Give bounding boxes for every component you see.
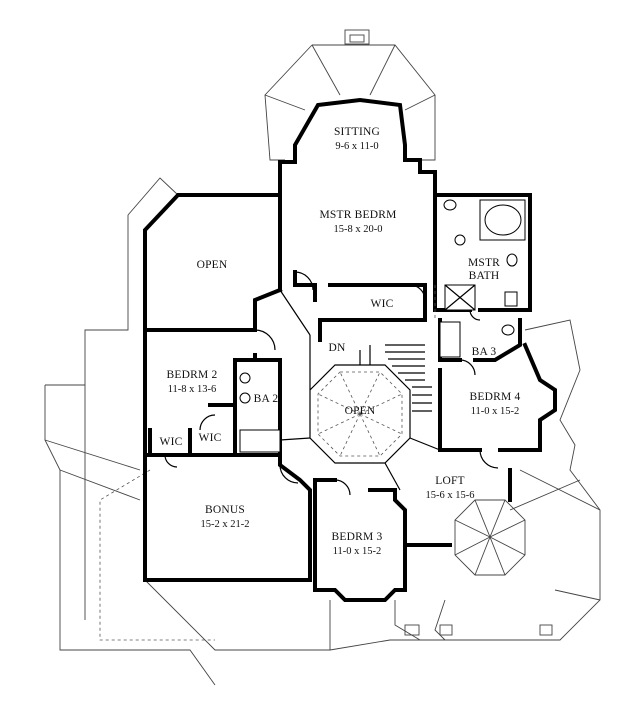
label-open-center: OPEN (345, 405, 376, 417)
label-master-bath-1: MSTR (468, 257, 500, 269)
label-bath3: BA 3 (472, 346, 497, 358)
label-master-bedroom: MSTR BEDRM (319, 209, 396, 221)
room-labels: SITTING 9-6 x 11-0 MSTR BEDRM 15-8 x 20-… (160, 126, 521, 557)
label-wic-left: WIC (160, 436, 183, 448)
label-sitting: SITTING (334, 126, 380, 138)
label-master-wic: WIC (371, 298, 394, 310)
label-open-upper: OPEN (197, 259, 228, 271)
central-octagon (309, 344, 432, 464)
size-bedroom3: 11-0 x 15-2 (333, 546, 382, 557)
size-loft: 15-6 x 15-6 (426, 490, 475, 501)
label-wic-right: WIC (199, 432, 222, 444)
label-stair-down: DN (328, 342, 346, 354)
roof-lines (44, 29, 601, 686)
label-bedroom4: BEDRM 4 (470, 391, 521, 403)
size-bedroom2: 11-8 x 13-6 (168, 384, 217, 395)
size-sitting: 9-6 x 11-0 (335, 141, 378, 152)
stair (359, 344, 432, 412)
label-master-bath-2: BATH (469, 270, 500, 282)
label-bedroom3: BEDRM 3 (332, 531, 383, 543)
size-bedroom4: 11-0 x 15-2 (471, 406, 520, 417)
size-master-bedroom: 15-8 x 20-0 (334, 224, 383, 235)
label-bedroom2: BEDRM 2 (167, 369, 218, 381)
fixtures (164, 199, 526, 496)
label-loft: LOFT (435, 475, 465, 487)
label-bonus: BONUS (205, 504, 245, 516)
label-bath2: BA 2 (254, 393, 279, 405)
size-bonus: 15-2 x 21-2 (201, 519, 250, 530)
